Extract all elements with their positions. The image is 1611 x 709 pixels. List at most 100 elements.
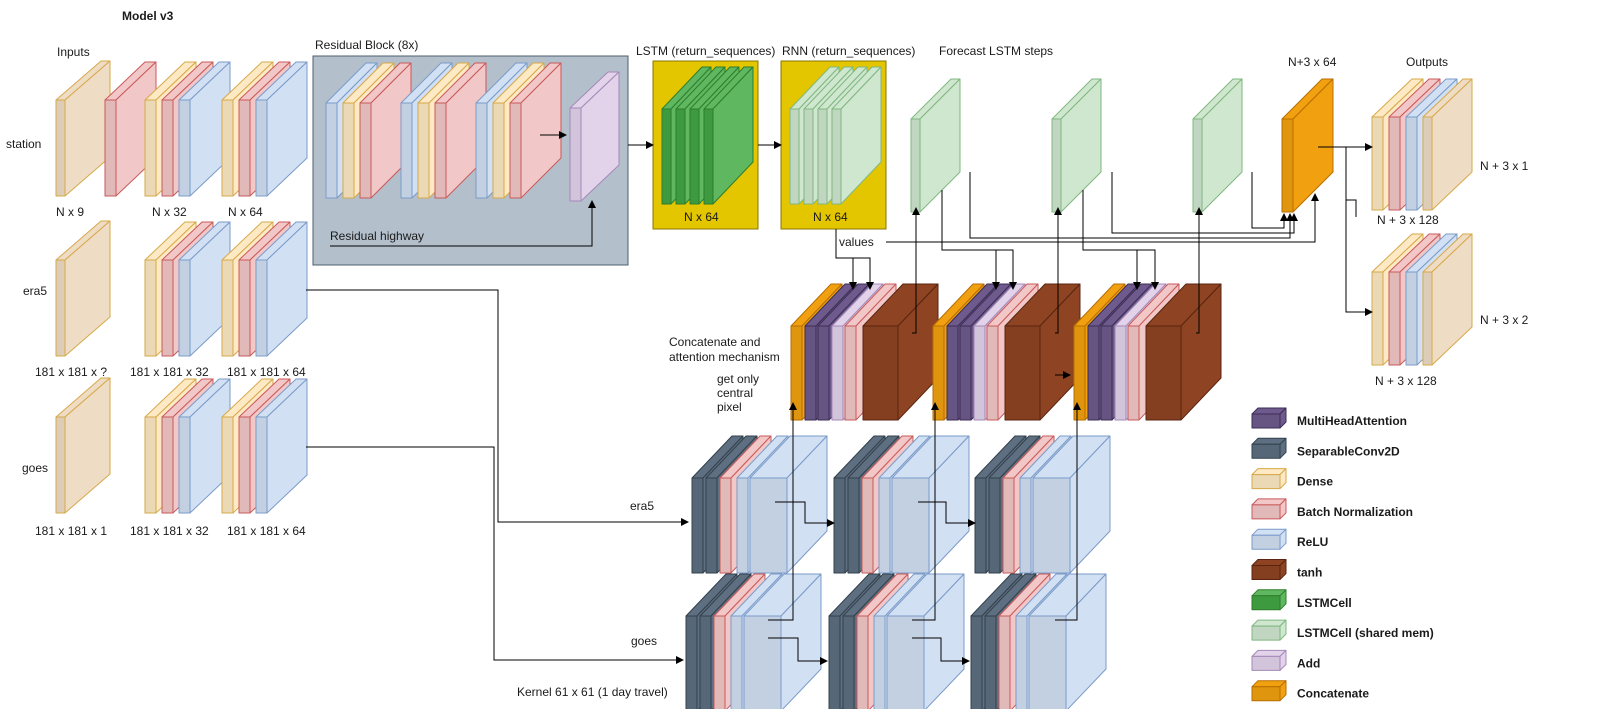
residual-highway-line [330, 200, 596, 247]
row-label-era5: era5 [23, 284, 47, 298]
legend-label-relu: ReLU [1297, 535, 1328, 549]
attention-step-3-tanh [1145, 283, 1222, 421]
shape-station-in: N x 9 [56, 205, 84, 219]
goes-conv-step-1-relu2 [743, 573, 822, 709]
legend-item-mha: MultiHeadAttention [1251, 407, 1407, 429]
output1-layer [1422, 78, 1473, 211]
rnn-values-2 [853, 257, 874, 290]
output2-layer [1422, 233, 1473, 366]
era5-conv-chain-1 [775, 501, 835, 527]
forecast2-to-attn3-b [1083, 249, 1159, 290]
forecast-label: Forecast LSTM steps [939, 44, 1053, 58]
connectors [306, 131, 1373, 665]
forecast2-to-concat [1111, 172, 1298, 234]
goes-32-block-relu-2 [178, 378, 231, 514]
legend-label-tanh: tanh [1297, 566, 1322, 580]
shape-era5-64: 181 x 181 x 64 [227, 365, 306, 379]
layer-blocks [55, 60, 1473, 709]
legend-item-add: Add [1251, 649, 1320, 671]
row-label-station: station [6, 137, 41, 151]
shape-era5-32: 181 x 181 x 32 [130, 365, 209, 379]
outputs-label: Outputs [1406, 55, 1448, 69]
legend-swatch-add [1251, 649, 1287, 671]
era5-input-layer [55, 220, 111, 357]
residual-highway-label: Residual highway [330, 229, 424, 243]
station-64-block-relu-2 [255, 61, 308, 197]
legend-item-sep: SeparableConv2D [1251, 437, 1400, 459]
kernel-label: Kernel 61 x 61 (1 day travel) [517, 685, 668, 699]
attn3-to-forecast3 [1195, 207, 1203, 334]
goes-to-conv-line [306, 446, 684, 664]
goes-to-attn-3 [1055, 402, 1081, 621]
legend-item-tanh: tanh [1251, 559, 1322, 580]
legend-label-concat: Concatenate [1297, 687, 1369, 701]
legend-item-relu: ReLU [1251, 528, 1328, 550]
rnn-cell-3 [831, 66, 882, 205]
forecast1-to-concat [969, 172, 1294, 239]
era5-32-block-relu-2 [178, 221, 231, 357]
row-label-goes: goes [22, 461, 48, 475]
lstm-cell-3 [703, 66, 754, 205]
era5-branch-label: era5 [630, 499, 654, 513]
values-label: values [839, 235, 874, 249]
rnn-values-1 [835, 229, 857, 290]
goes-conv-chain-1 [768, 637, 828, 665]
shape-station-64: N x 64 [228, 205, 263, 219]
forecast-cell-1 [910, 78, 961, 213]
legend-item-lstmshared: LSTMCell (shared mem) [1251, 619, 1434, 641]
shape-concat-out: N+3 x 64 [1288, 55, 1337, 69]
legend-label-mha: MultiHeadAttention [1297, 414, 1407, 428]
legend-swatch-sep [1251, 437, 1287, 459]
shape-era5-in: 181 x 181 x ? [35, 365, 107, 379]
legend-label-sep: SeparableConv2D [1297, 444, 1400, 458]
legend-swatch-dense [1251, 468, 1287, 490]
concat-to-output2 [1345, 147, 1373, 316]
forecast1-to-attn2-b [942, 249, 1017, 290]
era5-conv-chain-2 [918, 501, 976, 527]
era5-64-block-relu-2 [255, 221, 308, 357]
legend-item-lstm: LSTMCell [1251, 589, 1352, 611]
legend-label-dense: Dense [1297, 475, 1333, 489]
shape-goes-32: 181 x 181 x 32 [130, 524, 209, 538]
inputs-label: Inputs [57, 45, 90, 59]
rnn-to-concat [886, 193, 1319, 243]
legend-item-concat: Concatenate [1251, 680, 1369, 702]
goes-conv-chain-2 [912, 637, 970, 665]
forecast1-to-attn2-a [941, 190, 1000, 290]
goes-conv-step-3-relu2 [1028, 573, 1107, 709]
era5-conv-step-2-relu2 [891, 435, 970, 574]
shape-goes-64: 181 x 181 x 64 [227, 524, 306, 538]
lstm-label: LSTM (return_sequences) [636, 44, 775, 58]
goes-64-block-relu-2 [255, 378, 308, 514]
goes-conv-step-2-relu2 [886, 573, 965, 709]
legend-swatch-lstm [1251, 589, 1287, 611]
shape-out1-dense: N + 3 x 128 [1377, 213, 1439, 227]
forecast3-to-concat [1251, 172, 1288, 229]
diagram-title: Model v3 [122, 9, 174, 23]
shape-station-32: N x 32 [152, 205, 187, 219]
forecast2-to-attn3-a [1082, 190, 1141, 290]
legend-swatch-relu [1251, 528, 1287, 550]
legend-swatch-mha [1251, 407, 1287, 429]
residual-block-label: Residual Block (8x) [315, 38, 418, 52]
forecast-cell-2 [1051, 78, 1102, 213]
legend-swatch-concat [1251, 680, 1287, 702]
final-concat-layer [1281, 78, 1334, 213]
station-dense-block-bn-0 [104, 61, 157, 197]
goes-input-layer [55, 377, 111, 514]
legend-label-bn: Batch Normalization [1297, 505, 1413, 519]
goes-to-attn-2 [912, 402, 939, 621]
concat-branch-split [1345, 147, 1357, 217]
legend-swatch-tanh [1251, 559, 1287, 580]
shape-out2: N + 3 x 2 [1480, 313, 1529, 327]
shape-rnn-out: N x 64 [813, 210, 848, 224]
legend-item-dense: Dense [1251, 468, 1333, 490]
shape-lstm-out: N x 64 [684, 210, 719, 224]
forecast-cell-3 [1192, 78, 1243, 213]
legend-label-lstmshared: LSTMCell (shared mem) [1297, 626, 1434, 640]
residual-add-layer [569, 71, 620, 202]
attention-step-1-tanh [862, 283, 939, 421]
